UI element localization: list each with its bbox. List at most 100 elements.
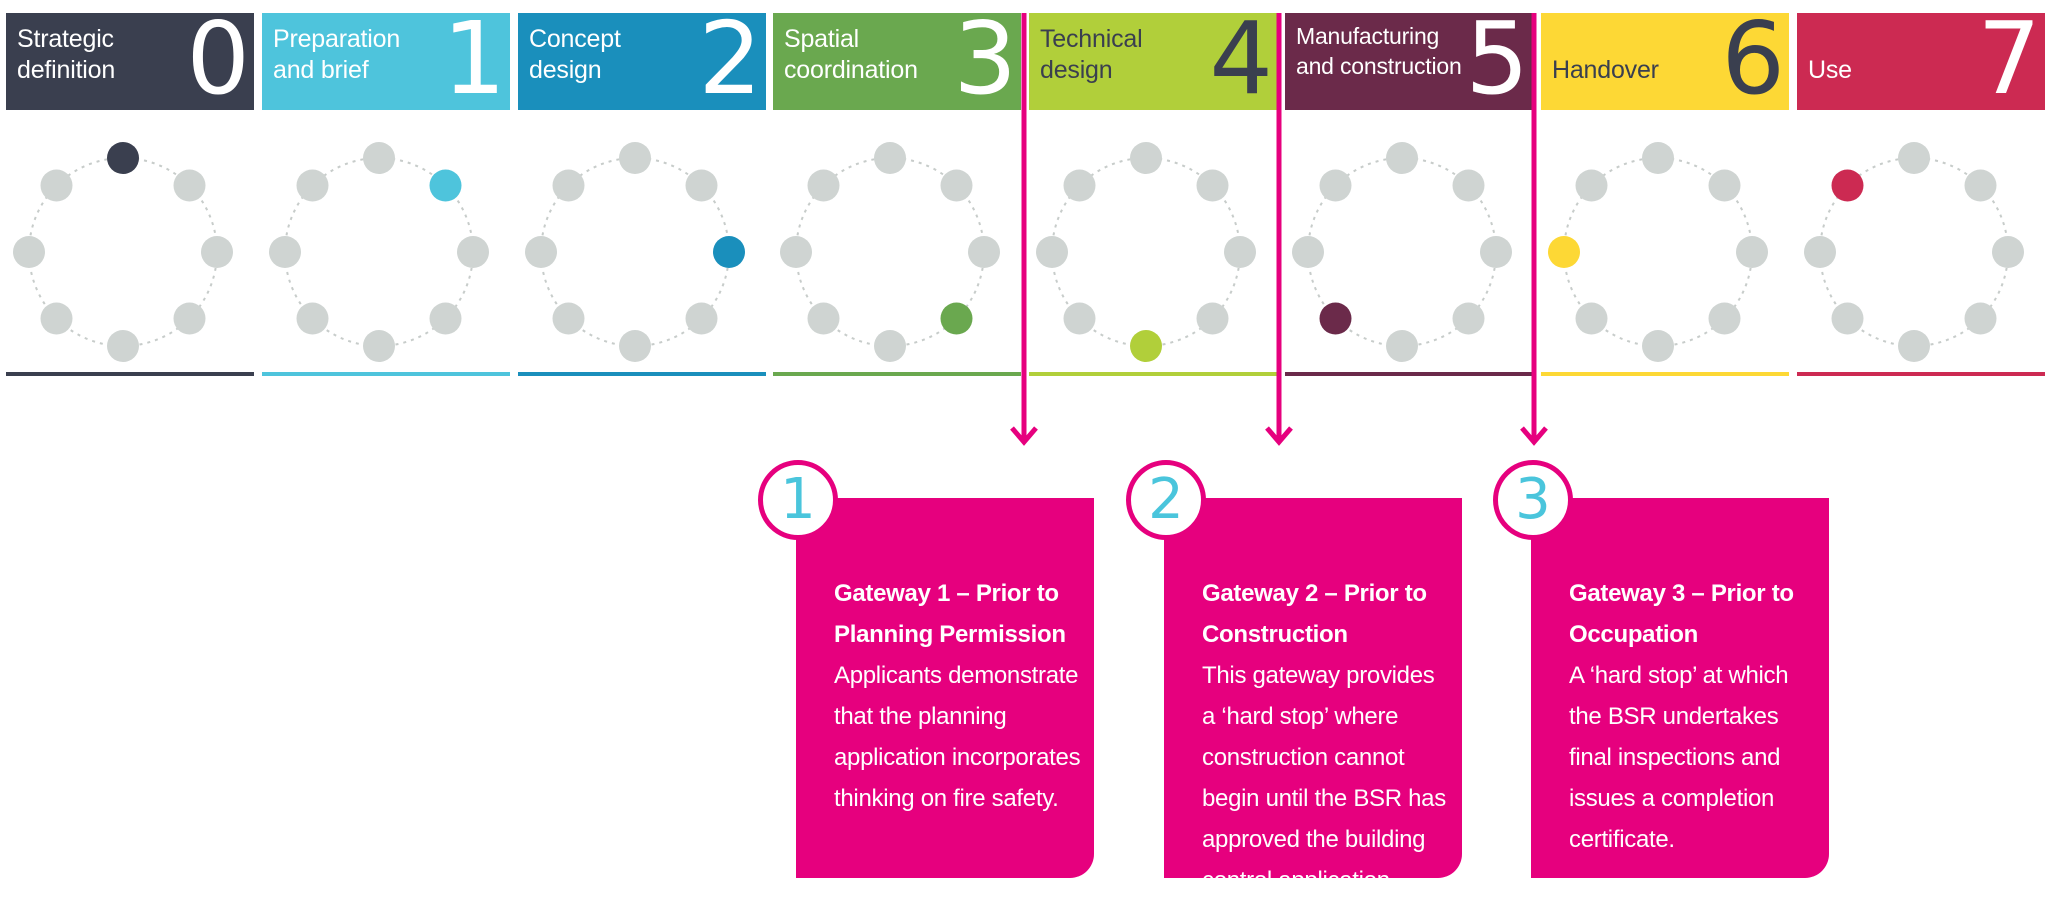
stage-number: 2 [698,13,762,110]
gateway-description: Applicants demonstrate that the planning… [834,662,1081,812]
wheel-dot [1992,236,2024,268]
wheel-dot [1224,236,1256,268]
wheel-dot [296,302,329,335]
gateway-1: Gateway 1 – Prior to Planning Permission… [758,460,1094,878]
wheel-dot [1480,236,1512,268]
stage-rule [1285,372,1533,376]
wheel-dot [619,142,651,174]
wheel-dot [685,302,718,335]
stage-title: Spatial coordination [784,25,918,84]
stage-title: Strategic definition [17,25,116,84]
wheel-dot [1386,142,1418,174]
gateway-number-badge: 2 [1126,460,1206,540]
stage-number: 3 [953,13,1017,110]
wheel-dot [40,302,73,335]
wheel-dot [1575,302,1608,335]
wheel-dot [457,236,489,268]
wheel-dot [1964,169,1997,202]
gateway-box: Gateway 1 – Prior to Planning Permission… [796,498,1094,878]
stage-title: Manufacturing and construction [1296,23,1462,79]
stage-header: Spatial coordination 3 [773,13,1021,110]
wheel-dot [874,330,906,362]
wheel-dot [1964,302,1997,335]
wheel-dot [807,169,840,202]
wheel-dot-active [1831,169,1864,202]
stage-2: Concept design 2 [518,13,766,377]
wheel-dot [780,236,812,268]
wheel-dot [1196,302,1229,335]
stage-number: 1 [442,13,506,110]
gateway-title: Gateway 3 – Prior to Occupation [1569,580,1794,648]
wheel-dot [1642,330,1674,362]
stage-number: 6 [1721,13,1785,110]
stage-6: Handover 6 [1541,13,1789,377]
stage-progress-wheel [1548,142,1768,362]
wheel-dot [296,169,329,202]
wheel-dot-active [1130,330,1162,362]
wheel-dot [940,169,973,202]
stage-header: Concept design 2 [518,13,766,110]
gateway-box: Gateway 3 – Prior to Occupation A ‘hard … [1531,498,1829,878]
wheel-dot [968,236,1000,268]
wheel-dot [1736,236,1768,268]
stage-header: Strategic definition 0 [6,13,254,110]
wheel-dot [552,169,585,202]
wheel-dot [1708,169,1741,202]
gateway-2: Gateway 2 – Prior to Construction This g… [1126,460,1462,894]
gateway-3: Gateway 3 – Prior to Occupation A ‘hard … [1493,460,1829,878]
wheel-dot-active [429,169,462,202]
wheel-dot-active [1548,236,1580,268]
stage-rule [1541,372,1789,376]
wheel-dot-active [1319,302,1352,335]
gateway-box: Gateway 2 – Prior to Construction This g… [1164,498,1462,894]
stage-progress-wheel [1036,142,1256,362]
wheel-dot [685,169,718,202]
stage-title: Use [1808,56,1852,84]
stage-rule [1029,372,1277,376]
stage-header: Preparation and brief 1 [262,13,510,110]
gateway-title: Gateway 2 – Prior to Construction [1202,580,1427,648]
stage-1: Preparation and brief 1 [262,13,510,377]
wheel-dot [363,330,395,362]
wheel-dot [1292,236,1324,268]
stage-progress-wheel [1292,142,1512,362]
wheel-dot [1708,302,1741,335]
wheel-dot [1036,236,1068,268]
wheel-dot [874,142,906,174]
wheel-dot [107,330,139,362]
wheel-dot [1898,142,1930,174]
gateway-description: This gateway provides a ‘hard stop’ wher… [1202,662,1446,894]
stage-title: Preparation and brief [273,25,401,84]
wheel-dot [173,302,206,335]
wheel-dot [1642,142,1674,174]
wheel-dot [552,302,585,335]
stage-title: Handover [1552,56,1659,84]
wheel-dot [40,169,73,202]
stage-title: Concept design [529,25,621,84]
wheel-dot [525,236,557,268]
wheel-dot [1319,169,1352,202]
wheel-dot [1898,330,1930,362]
wheel-dot [429,302,462,335]
stage-title: Technical design [1040,25,1143,84]
gateway-title: Gateway 1 – Prior to Planning Permission [834,580,1066,648]
stage-header: Handover 6 [1541,13,1789,110]
gateway-number: 1 [780,467,816,532]
stage-3: Spatial coordination 3 [773,13,1021,377]
stage-rule [262,372,510,376]
stage-rule [518,372,766,376]
wheel-dot [13,236,45,268]
stage-number: 0 [186,13,250,110]
wheel-dot [201,236,233,268]
stage-progress-wheel [780,142,1000,362]
stage-progress-wheel [269,142,489,362]
stage-rule [1797,372,2045,376]
stage-rule [773,372,1021,376]
wheel-dot [1575,169,1608,202]
stage-number: 5 [1465,13,1529,110]
wheel-dot [619,330,651,362]
